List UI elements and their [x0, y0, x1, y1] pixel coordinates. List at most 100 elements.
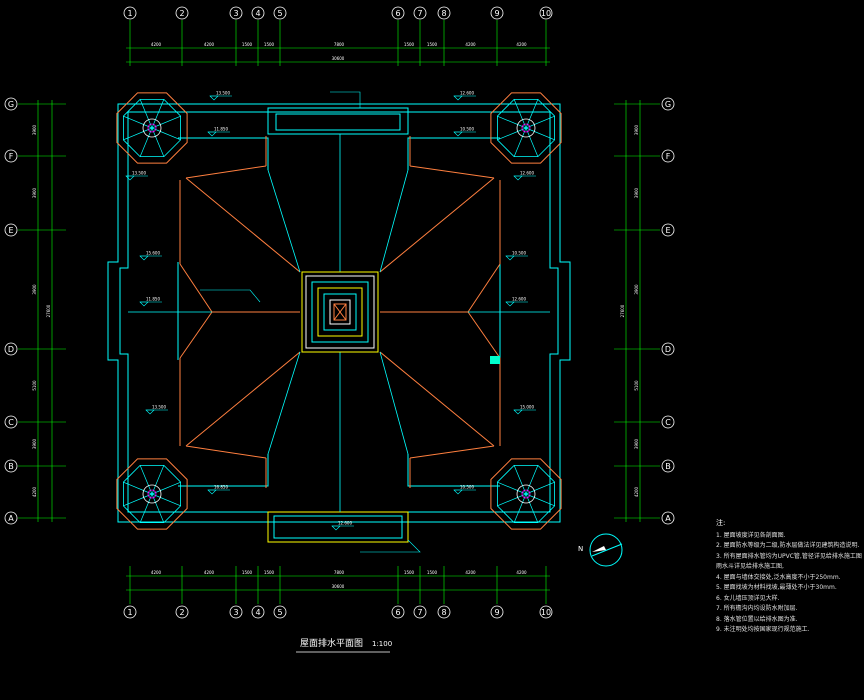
elevation-marks: 13.500 12.600 11.850 10.500 13.500 12.600 15.6…	[125, 91, 536, 531]
dimension-text: 3900	[32, 438, 37, 449]
leader-notes	[200, 91, 421, 553]
axis-label: 3	[233, 9, 238, 18]
elevation-mark: 10.500	[453, 485, 476, 495]
axis-bubble-3: 3	[229, 605, 243, 619]
axis-bubble-C: C	[661, 415, 675, 429]
dimension-text: 3900	[634, 187, 639, 198]
axis-label: 3	[233, 608, 238, 617]
drainage-lines	[128, 134, 550, 512]
general-notes: 注: 1. 屋面坡度详见各剖面图. 2. 屋面防水等级为二级,防水层做法详见建筑构…	[716, 518, 862, 636]
axis-bubble-4: 4	[251, 6, 265, 20]
axis-label: 6	[395, 608, 400, 617]
axis-label: F	[666, 152, 671, 161]
north-label: N	[578, 545, 583, 553]
axis-bubble-3: 3	[229, 6, 243, 20]
axis-bubble-B: B	[661, 459, 675, 473]
axis-label: 5	[277, 9, 282, 18]
dimension-text: 4200	[151, 42, 162, 47]
axis-label: 2	[179, 9, 184, 18]
elevation-value: 12.600	[512, 297, 526, 302]
axis-bubble-1: 1	[123, 6, 137, 20]
axis-label: 4	[255, 608, 260, 617]
tower-4	[490, 458, 562, 530]
central-skylight	[301, 271, 379, 353]
elevation-mark: 16.850	[207, 485, 230, 495]
notes-list: 1. 屋面坡度详见各剖面图. 2. 屋面防水等级为二级,防水层做法详见建筑构造说明…	[716, 531, 862, 636]
axis-bubble-G: G	[4, 97, 18, 111]
axis-label: 5	[277, 608, 282, 617]
note-line: 3. 所有屋面排水管均为UPVC管,管径详见给排水施工图,	[716, 552, 862, 560]
axis-bubble-B: B	[4, 459, 18, 473]
axis-label: D	[665, 345, 671, 354]
axis-bubble-E: E	[661, 223, 675, 237]
elevation-value: 12.600	[338, 521, 352, 526]
elevation-value: 12.600	[520, 171, 534, 176]
axis-label: 1	[127, 9, 132, 18]
axis-label: E	[8, 226, 13, 235]
axis-label: 9	[494, 9, 499, 18]
north-arrow: N	[578, 533, 623, 567]
axis-bubble-A: A	[4, 511, 18, 525]
dimension-total: 30600	[332, 584, 345, 589]
elevation-mark: 10.500	[505, 251, 528, 261]
dimension-text: 4200	[32, 486, 37, 497]
dimension-text: 4200	[151, 570, 162, 575]
axis-label: 2	[179, 608, 184, 617]
dimension-text: 5100	[634, 380, 639, 391]
notes-heading: 注:	[716, 519, 726, 527]
axis-label: G	[665, 100, 671, 109]
elevation-value: 10.500	[512, 251, 526, 256]
dimension-text: 3900	[32, 284, 37, 295]
axis-label: A	[8, 514, 14, 523]
dimension-text: 1500	[404, 570, 415, 575]
axis-bubble-8: 8	[437, 6, 451, 20]
axis-bubble-5: 5	[273, 605, 287, 619]
axis-label: B	[8, 462, 14, 471]
dimension-text: 1500	[242, 570, 253, 575]
elevation-mark: 15.000	[513, 405, 536, 415]
elevation-value: 10.500	[460, 485, 474, 490]
dimension-text: 3900	[634, 284, 639, 295]
axis-label: 4	[255, 9, 260, 18]
elevation-mark: 12.600	[513, 171, 536, 181]
elevation-mark: 10.500	[453, 127, 476, 137]
dimension-text: 3900	[32, 187, 37, 198]
elevation-value: 15.600	[146, 251, 160, 256]
axis-label: D	[8, 345, 14, 354]
note-line: 2. 屋面防水等级为二级,防水层做法详见建筑构造说明.	[716, 542, 860, 549]
axis-bubble-F: F	[4, 149, 18, 163]
elevation-value: 11.850	[146, 297, 160, 302]
downpipe-marker	[490, 356, 500, 364]
note-line: 1. 屋面坡度详见各剖面图.	[716, 531, 786, 539]
elevation-mark: 12.600	[453, 91, 476, 101]
axis-label: 8	[441, 9, 446, 18]
dimension-text: 5100	[32, 380, 37, 391]
axis-label: C	[8, 418, 14, 427]
axis-bubble-1: 1	[123, 605, 137, 619]
axis-bubble-G: G	[661, 97, 675, 111]
axis-bubble-4: 4	[251, 605, 265, 619]
dimension-text: 4200	[516, 570, 527, 575]
axis-bubble-6: 6	[391, 605, 405, 619]
axis-label: E	[665, 226, 670, 235]
axis-bubble-F: F	[661, 149, 675, 163]
axis-bubble-8: 8	[437, 605, 451, 619]
drawing-title: 屋面排水平面图	[300, 637, 363, 649]
elevation-value: 10.500	[460, 127, 474, 132]
dimension-text: 4200	[465, 570, 476, 575]
dimension-total: 30600	[332, 56, 345, 61]
elevation-mark: 13.500	[145, 405, 168, 415]
axis-label: F	[9, 152, 14, 161]
note-line: 8. 落水管位置以给排水图为准.	[716, 615, 798, 623]
axis-bubble-D: D	[4, 342, 18, 356]
tower-1	[116, 92, 188, 164]
building-outline	[107, 103, 571, 543]
elevation-value: 13.500	[216, 91, 230, 96]
axis-bubble-9: 9	[490, 6, 504, 20]
axis-bubble-7: 7	[413, 605, 427, 619]
axis-label: 10	[541, 608, 551, 617]
